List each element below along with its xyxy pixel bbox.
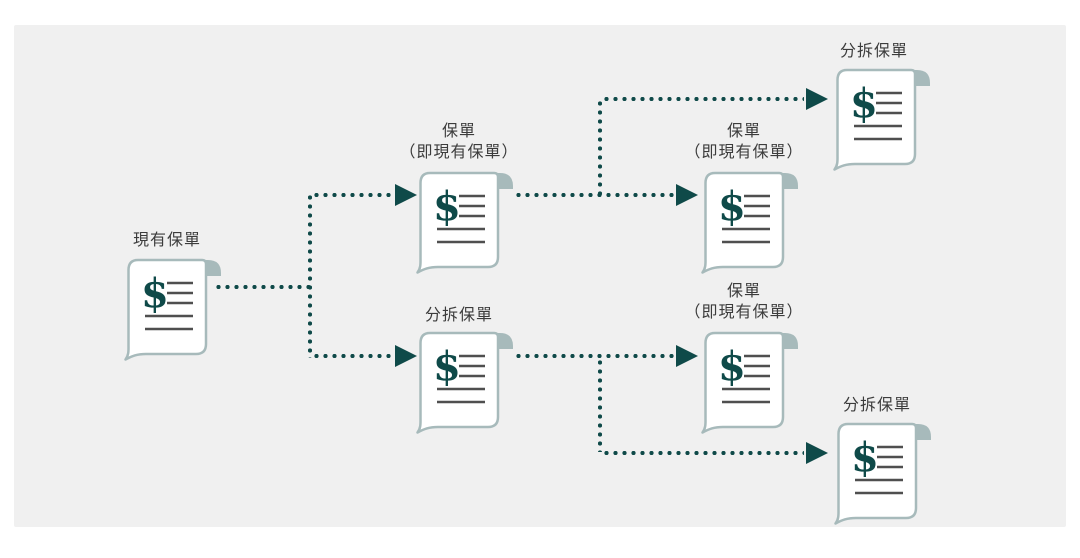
label-policy-right-upper: 保單 （即現有保單） (664, 121, 824, 163)
label-split-policy-bottom-right: 分拆保單 (804, 395, 950, 416)
arrowhead-to-split-mid (395, 345, 417, 367)
label-text: 分拆保單 (842, 397, 911, 414)
connector-to-split-bottom-right (602, 451, 804, 455)
label-text: 分拆保單 (424, 307, 493, 324)
policy-document-icon-existing (122, 256, 222, 362)
connector-existing-branch (308, 193, 312, 358)
connector-policy-mid-out (514, 193, 674, 197)
arrowhead-to-policy-mid (395, 184, 417, 206)
connector-existing-out (214, 285, 310, 289)
label-policy-right-lower: 保單 （即現有保單） (664, 281, 824, 323)
label-split-policy-top-right: 分拆保單 (801, 41, 947, 62)
connector-to-policy-mid (312, 193, 394, 197)
label-text: 保單 (726, 123, 761, 140)
policy-document-icon-mid (414, 169, 514, 275)
policy-document-icon-right-lower (699, 329, 799, 435)
connector-split-mid-out (514, 354, 674, 358)
connector-to-split-mid (312, 354, 394, 358)
label-text: 分拆保單 (839, 43, 908, 60)
arrowhead-to-policy-right-upper (676, 184, 698, 206)
label-text: （即現有保單） (684, 144, 804, 161)
policy-document-icon-split-bottom-right (832, 420, 932, 526)
policy-document-icon-right-upper (699, 169, 799, 275)
label-text: 現有保單 (132, 232, 201, 249)
policy-document-icon-split-mid (414, 329, 514, 435)
label-text: 保單 (441, 123, 476, 140)
label-policy-mid: 保單 （即現有保單） (379, 121, 539, 163)
label-existing-policy: 現有保單 (87, 230, 247, 251)
label-text: 保單 (726, 283, 761, 300)
label-text: （即現有保單） (399, 144, 519, 161)
arrowhead-to-split-top-right (806, 88, 828, 110)
connector-branch-down (598, 358, 602, 452)
label-text: （即現有保單） (684, 304, 804, 321)
connector-to-split-top-right (602, 97, 804, 101)
arrowhead-to-split-bottom-right (806, 442, 828, 464)
arrowhead-to-policy-right-lower (676, 345, 698, 367)
label-split-policy-mid: 分拆保單 (379, 305, 539, 326)
policy-document-icon-split-top-right (831, 66, 931, 172)
connector-branch-up (598, 99, 602, 195)
